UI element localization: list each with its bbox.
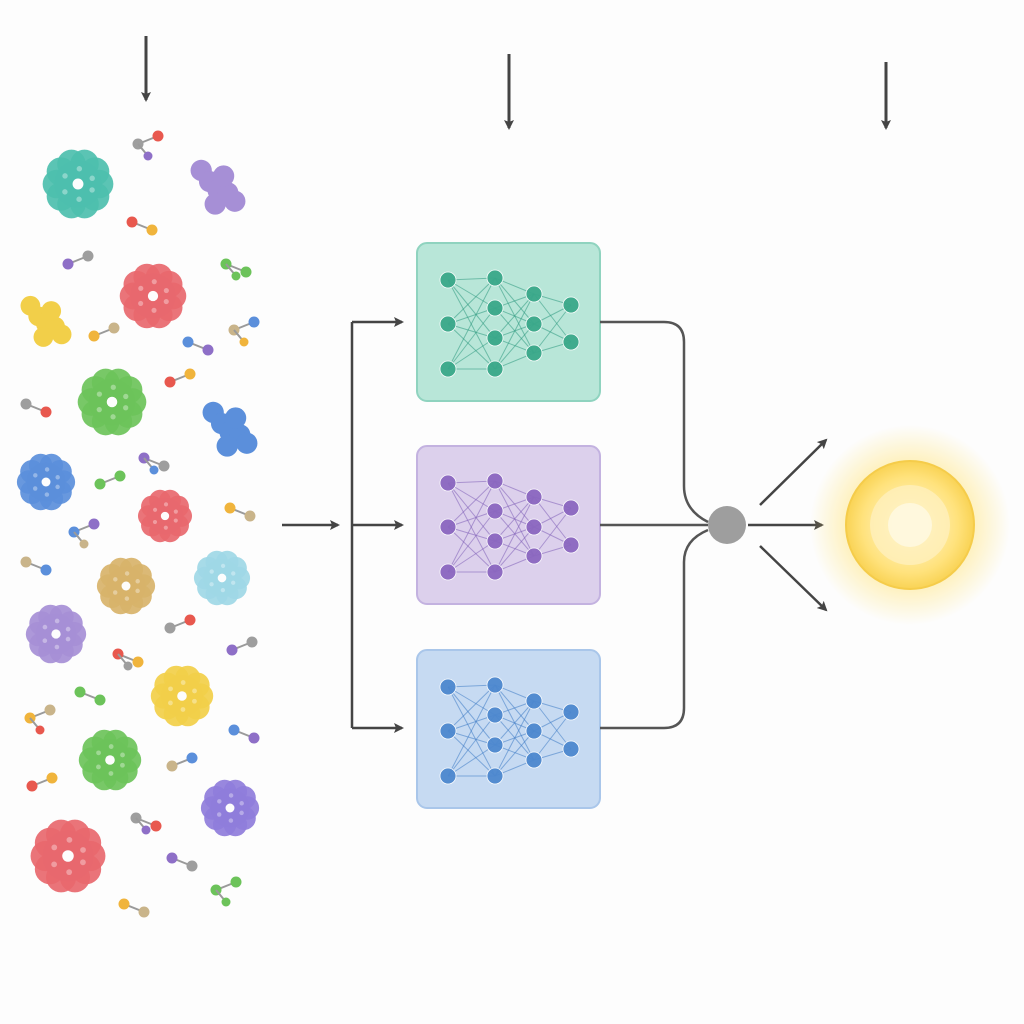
small-molecule-icon bbox=[166, 852, 198, 872]
protein-icon bbox=[25, 604, 87, 664]
small-molecule-icon bbox=[20, 556, 52, 576]
small-molecule-icon bbox=[182, 336, 214, 356]
small-molecule-icon bbox=[164, 614, 196, 634]
input-branch-arrows bbox=[282, 317, 404, 733]
protein-icon bbox=[190, 159, 246, 215]
protein-icon bbox=[30, 819, 106, 893]
small-molecule-icon bbox=[62, 250, 94, 270]
small-molecule-icon bbox=[74, 686, 106, 706]
small-molecule-icon bbox=[224, 502, 256, 522]
small-molecule-icon bbox=[26, 772, 58, 792]
neural-network-icon bbox=[439, 472, 580, 581]
merge-node bbox=[708, 506, 746, 544]
small-molecule-icon bbox=[68, 518, 100, 549]
small-molecule-icon bbox=[210, 876, 242, 907]
small-molecule-icon bbox=[126, 216, 158, 236]
protein-icon bbox=[137, 489, 193, 543]
glowing-sun-icon bbox=[810, 425, 1010, 625]
protein-icon bbox=[150, 665, 214, 727]
small-molecule-icon bbox=[220, 258, 252, 281]
output-arrow-down bbox=[759, 545, 828, 612]
small-molecule-icon bbox=[228, 724, 260, 744]
small-molecule-icon bbox=[132, 130, 164, 161]
protein-icon bbox=[193, 550, 251, 606]
protein-icon bbox=[96, 557, 156, 615]
small-molecule-icon bbox=[24, 704, 56, 735]
protein-icon bbox=[77, 368, 147, 436]
protein-icon bbox=[202, 401, 258, 457]
model-box bbox=[416, 445, 601, 605]
small-molecule-icon bbox=[94, 470, 126, 490]
small-molecule-icon bbox=[112, 648, 144, 671]
neural-network-icon bbox=[439, 676, 580, 785]
small-molecule-icon bbox=[228, 316, 260, 347]
small-molecule-icon bbox=[20, 398, 52, 418]
protein-icon bbox=[20, 295, 72, 347]
protein-icon bbox=[78, 729, 142, 791]
protein-icon bbox=[16, 453, 76, 511]
merge-connectors bbox=[600, 320, 709, 730]
small-molecule-icon bbox=[88, 322, 120, 342]
output-arrows bbox=[748, 438, 828, 612]
protein-icon bbox=[119, 263, 187, 329]
small-molecule-icon bbox=[164, 368, 196, 388]
protein-icon bbox=[42, 149, 114, 219]
top-arrows bbox=[141, 36, 891, 130]
small-molecule-icon bbox=[166, 752, 198, 772]
small-molecule-icon bbox=[118, 898, 150, 918]
model-box bbox=[416, 242, 601, 402]
connector-top bbox=[600, 320, 709, 524]
small-molecule-icon bbox=[130, 812, 162, 835]
neural-network-icon bbox=[439, 269, 580, 378]
small-molecule-icon bbox=[226, 636, 258, 656]
output-arrow-up bbox=[759, 438, 828, 506]
model-box bbox=[416, 649, 601, 809]
molecule-pool bbox=[16, 130, 260, 918]
small-molecule-icon bbox=[138, 452, 170, 475]
model-ensemble bbox=[416, 242, 601, 809]
connector-bottom bbox=[600, 528, 709, 730]
protein-icon bbox=[200, 779, 260, 837]
